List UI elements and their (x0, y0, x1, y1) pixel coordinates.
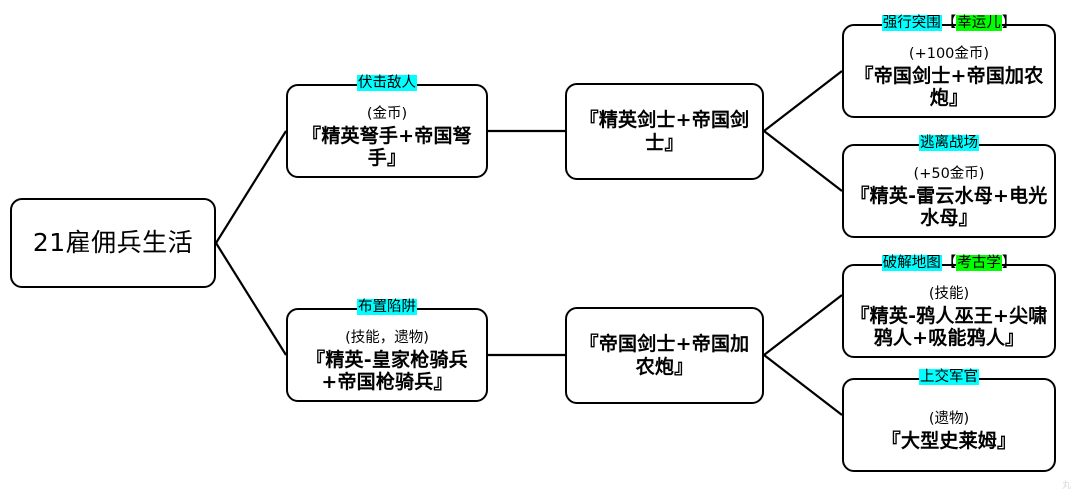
node-choice-escape-reward: (+50金币) (913, 165, 985, 182)
node-choice-hand-over-officer-reward: (遗物) (928, 410, 970, 427)
edge-root-to-ambush (215, 130, 287, 244)
header-cyan-text: 逃离战场 (919, 135, 979, 151)
header-cyan-text: 强行突围 (881, 15, 942, 31)
node-choice-decode-map-header: 破解地图【考古学】 (844, 255, 1054, 272)
header-cyan-text: 布置陷阱 (357, 299, 417, 315)
header-cyan-text: 伏击敌人 (357, 75, 417, 91)
node-choice-ambush[interactable]: 伏击敌人 (金币) 『精英弩手+帝国弩手』 (286, 75, 488, 178)
header-green-text: 幸运儿 (956, 15, 1002, 31)
edge-swordsman-to-escape (763, 130, 843, 192)
header-cyan-text: 破解地图 (881, 255, 942, 271)
node-choice-decode-map[interactable]: 破解地图【考古学】 (技能) 『精英-鸦人巫王+尖啸鸦人+吸能鸦人』 (842, 255, 1056, 358)
watermark: 丸 (1061, 481, 1072, 491)
node-choice-trap-reward: (技能，遗物) (345, 329, 429, 346)
node-choice-hand-over-officer[interactable]: 上交军官 (遗物) 『大型史莱姆』 (842, 369, 1056, 472)
node-choice-trap[interactable]: 布置陷阱 (技能，遗物) 『精英-皇家枪骑兵+帝国枪骑兵』 (286, 299, 488, 402)
edge-swordsman-to-breakthrough (763, 70, 843, 132)
node-choice-breakthrough-header: 强行突围【幸运儿】 (844, 15, 1054, 32)
node-choice-breakthrough-reward: (+100金币) (908, 45, 990, 62)
node-choice-trap-header: 布置陷阱 (288, 299, 486, 316)
header-bracket-close: 】 (1001, 15, 1017, 31)
header-cyan-text: 上交军官 (919, 369, 979, 385)
node-root[interactable]: 21雇佣兵生活 (10, 198, 216, 288)
node-choice-hand-over-officer-header: 上交军官 (844, 369, 1054, 386)
node-choice-ambush-reward: (金币) (366, 105, 408, 122)
node-choice-decode-map-main: 『精英-鸦人巫王+尖啸鸦人+吸能鸦人』 (850, 304, 1048, 350)
node-enemy-elite-swordsman-main: 『精英剑士+帝国剑士』 (579, 109, 750, 154)
node-root-label: 21雇佣兵生活 (32, 228, 194, 258)
node-choice-ambush-header: 伏击敌人 (288, 75, 486, 92)
edge-root-to-trap (215, 242, 287, 356)
node-choice-breakthrough-main: 『帝国剑士+帝国加农炮』 (854, 64, 1044, 110)
node-choice-breakthrough[interactable]: 强行突围【幸运儿】 (+100金币) 『帝国剑士+帝国加农炮』 (842, 15, 1056, 118)
edge-cannon-to-decode-map (763, 294, 843, 356)
node-choice-escape[interactable]: 逃离战场 (+50金币) 『精英-雷云水母+电光水母』 (842, 135, 1056, 238)
node-choice-hand-over-officer-main: 『大型史莱姆』 (881, 429, 1017, 452)
header-bracket-open: 【 (941, 15, 957, 31)
header-bracket-open: 【 (941, 255, 957, 271)
node-choice-trap-main: 『精英-皇家枪骑兵+帝国枪骑兵』 (306, 348, 468, 394)
node-enemy-imperial-cannon-main: 『帝国剑士+帝国加农炮』 (579, 333, 750, 378)
node-choice-escape-header: 逃离战场 (844, 135, 1054, 152)
header-green-text: 考古学 (956, 255, 1002, 271)
node-enemy-imperial-cannon[interactable]: 『帝国剑士+帝国加农炮』 (565, 307, 764, 404)
node-choice-decode-map-reward: (技能) (928, 285, 970, 302)
node-enemy-elite-swordsman[interactable]: 『精英剑士+帝国剑士』 (565, 83, 764, 180)
header-bracket-close: 】 (1001, 255, 1017, 271)
node-choice-escape-main: 『精英-雷云水母+电光水母』 (850, 184, 1048, 230)
edge-cannon-to-hand-over (763, 354, 843, 416)
node-choice-ambush-main: 『精英弩手+帝国弩手』 (302, 124, 472, 170)
